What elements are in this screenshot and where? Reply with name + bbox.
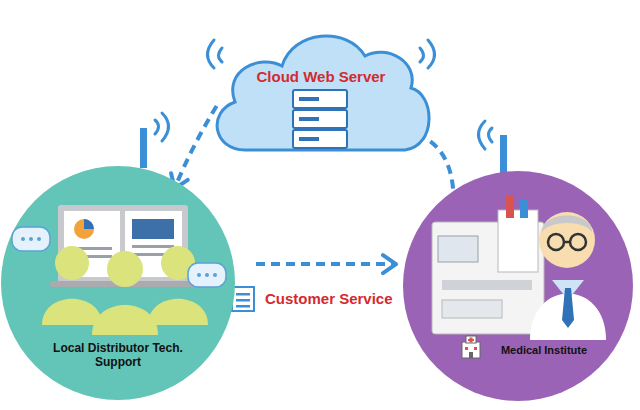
- dashed-connector: [256, 255, 396, 273]
- cloud-node: Cloud Web Server: [205, 22, 437, 162]
- node-label: Local Distributor Tech. Support: [38, 341, 198, 370]
- node-label: Medical Institute: [484, 344, 604, 357]
- node-outline: [205, 22, 437, 162]
- distributor-circle: Local Distributor Tech. Support: [0, 165, 236, 401]
- institute-circle: Medical Institute: [402, 170, 634, 402]
- node-label: Cloud Web Server: [205, 68, 437, 86]
- list-icon: [232, 287, 254, 311]
- node-outline: [402, 170, 634, 402]
- dashed-connector: [171, 106, 217, 189]
- edge-label: Customer Service: [262, 290, 396, 307]
